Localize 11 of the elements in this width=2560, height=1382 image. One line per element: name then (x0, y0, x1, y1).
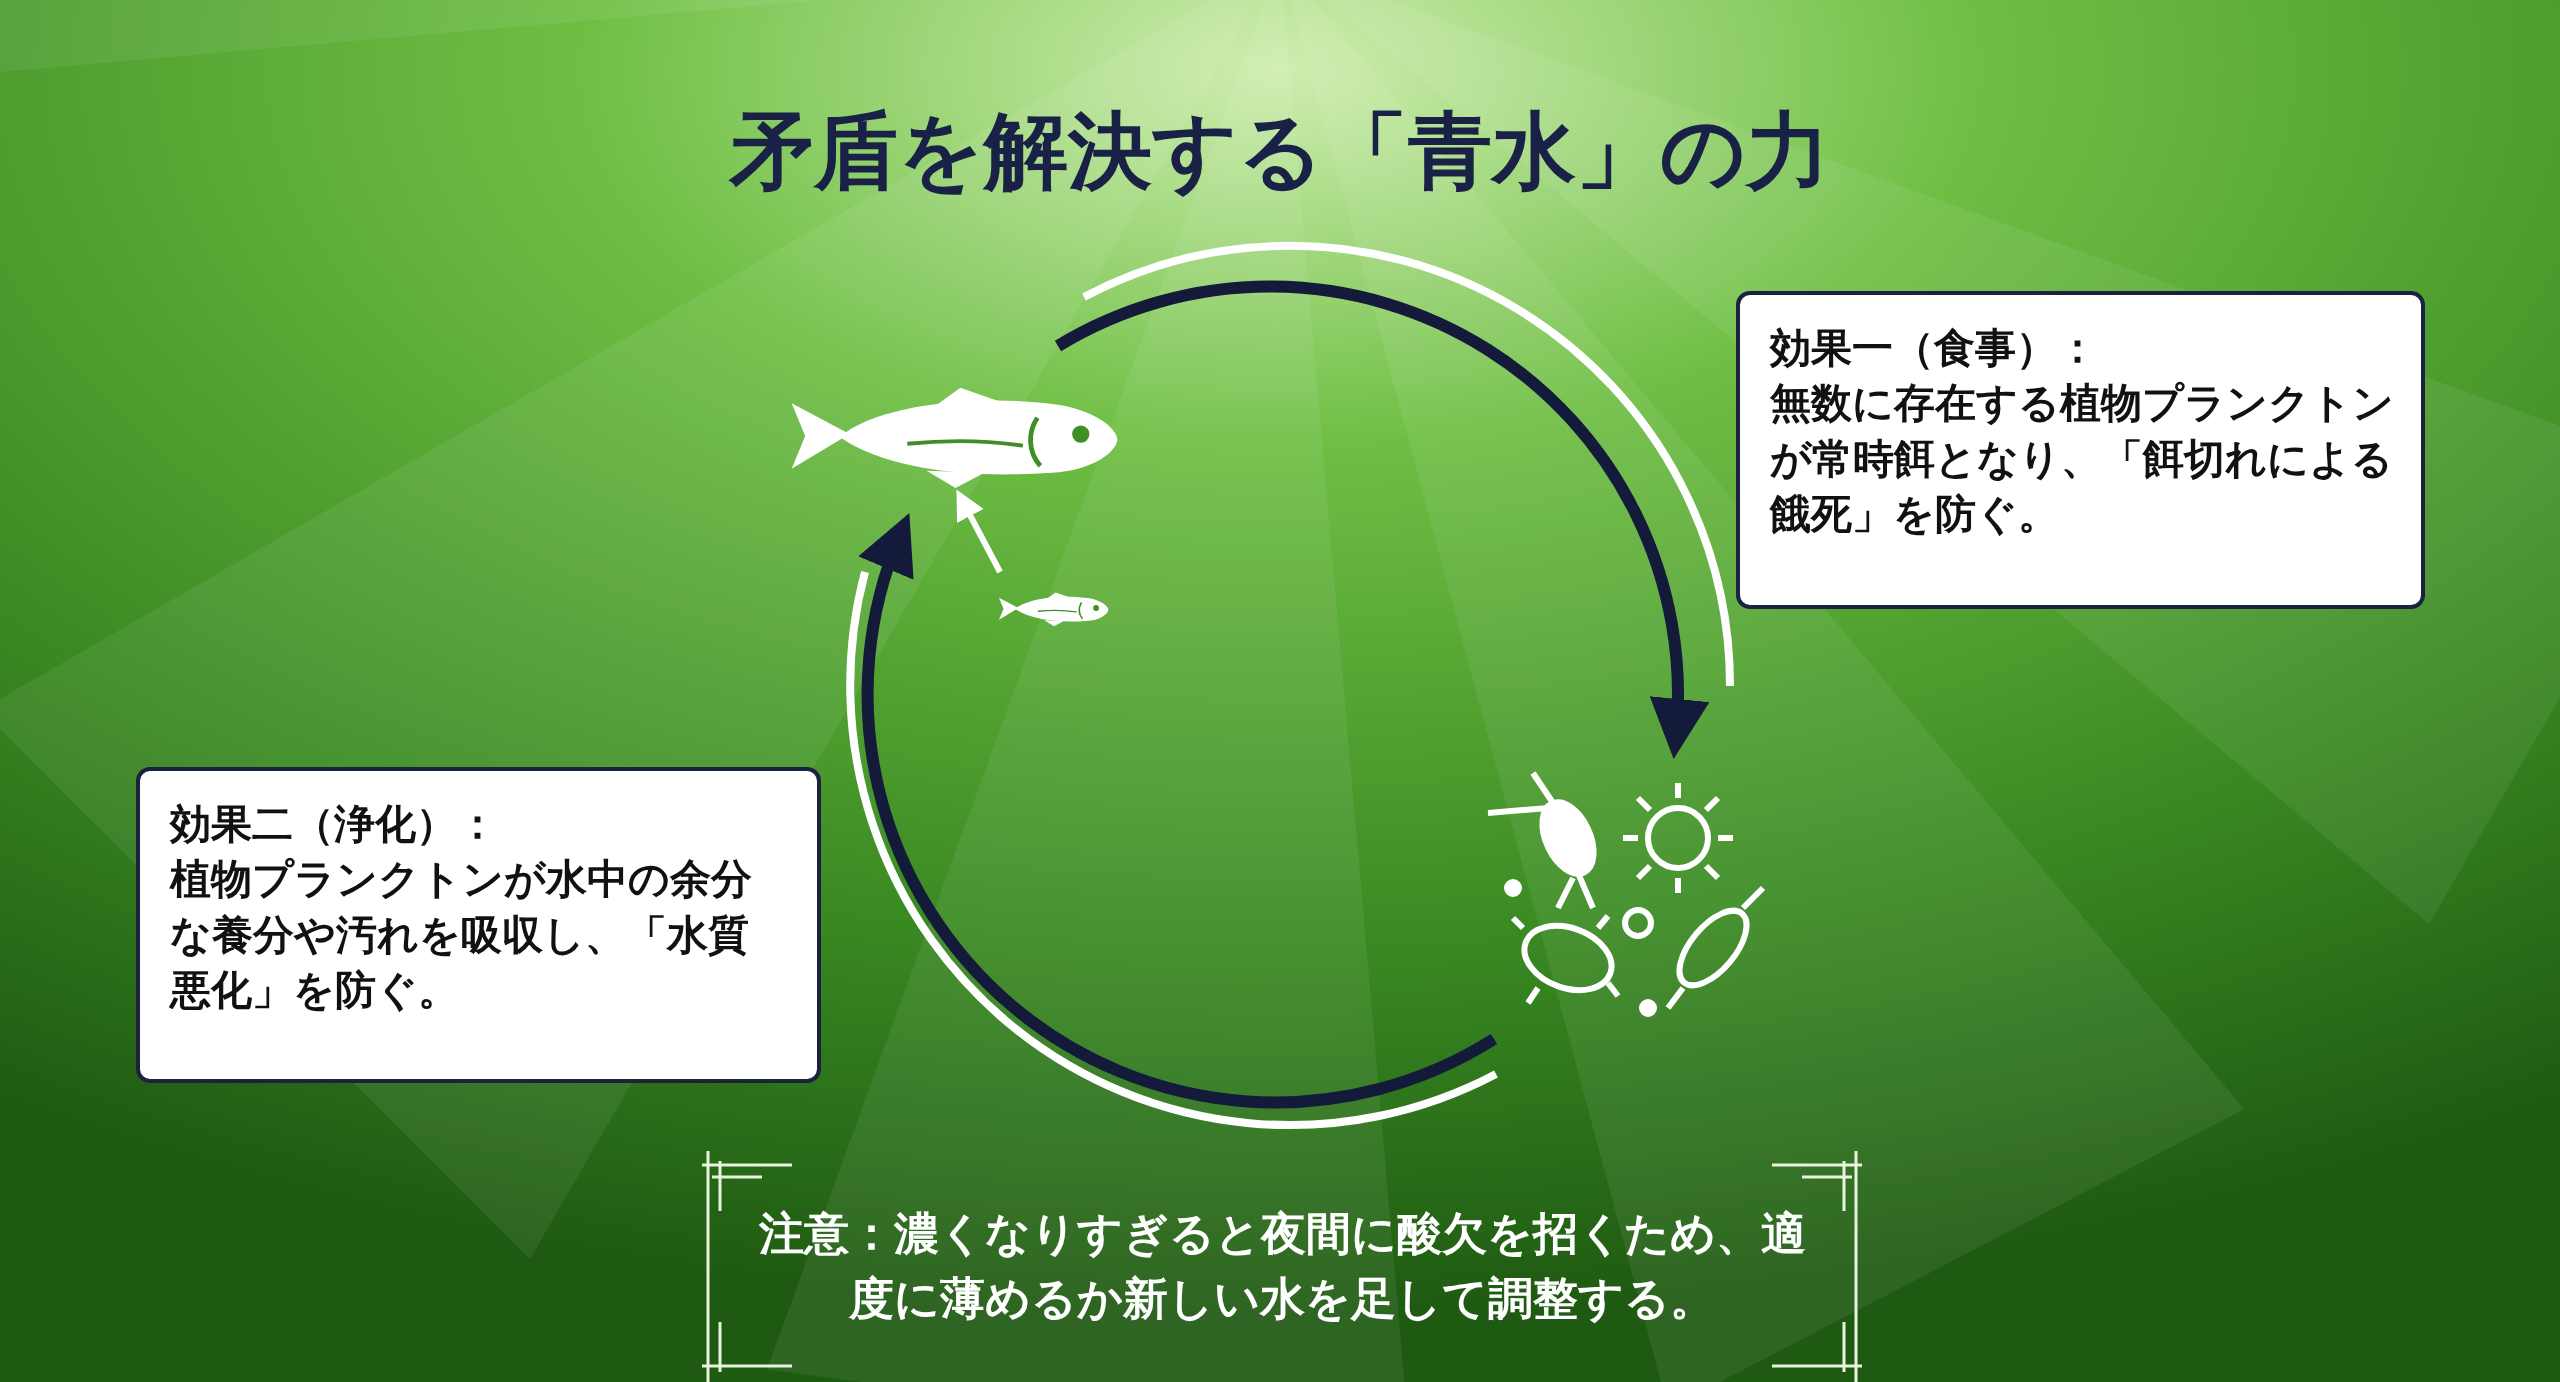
text-box (1736, 291, 2425, 609)
title: 矛盾を解決する「青水」の力 (727, 101, 1831, 202)
box-text: 無数に存在する植物プランクトンが常時餌となり、「餌切れによる餓死」を防ぐ。 (1770, 378, 2395, 541)
box-heading: 効果二（浄化）： (170, 799, 499, 850)
arrow (1055, 281, 1708, 759)
note-frame (702, 1151, 1862, 1382)
text-box (136, 767, 821, 1083)
box-heading: 効果一（食事）： (1770, 323, 2099, 374)
arrow (956, 489, 1003, 574)
note-text: 注意：濃くなりすぎると夜間に酸欠を招くため、適度に薄めるか新しい水を足して調整する。 (757, 1206, 1807, 1328)
box-text: 植物プランクトンが水中の余分な養分や汚れを吸収し、「水質悪化」を防ぐ。 (170, 854, 753, 1017)
